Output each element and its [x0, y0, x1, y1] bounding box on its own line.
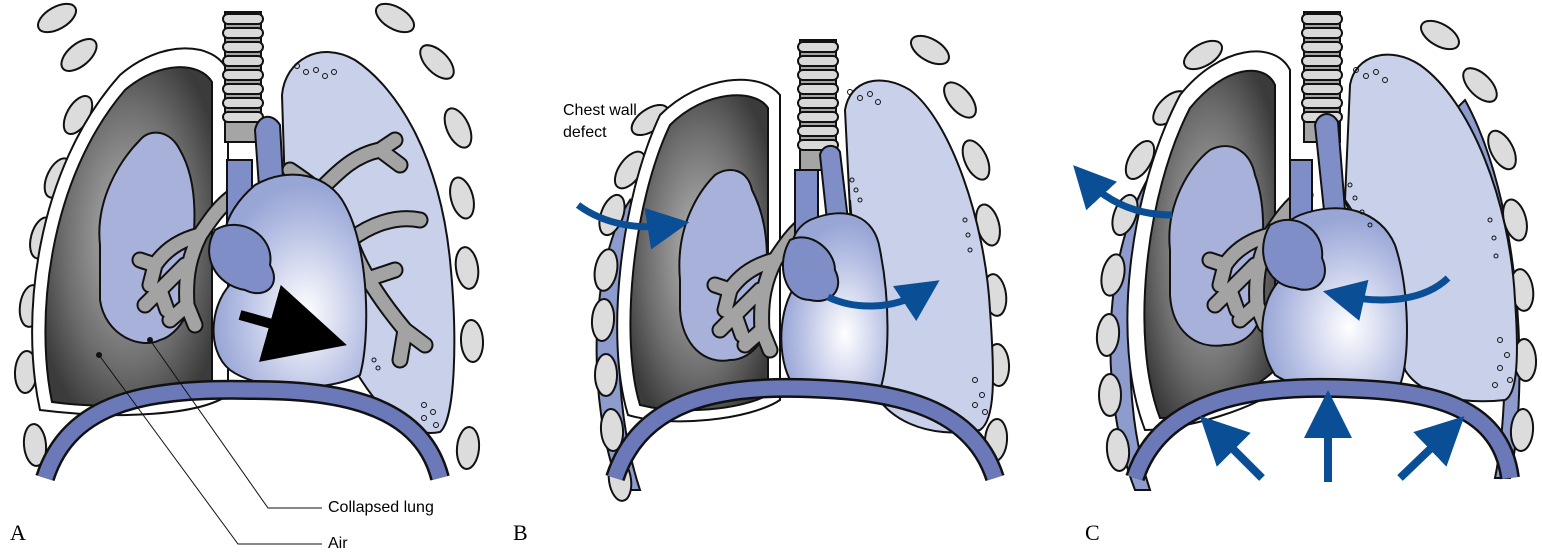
label-chest-wall-line1: Chest wall	[563, 100, 637, 122]
panel-c-diaphragm-arrow-right	[1400, 430, 1450, 478]
panel-letter-a: A	[10, 520, 26, 546]
panel-c	[1085, 12, 1537, 490]
panel-a	[14, 0, 484, 544]
panel-c-diaphragm-arrow-left	[1214, 430, 1262, 478]
panel-b	[578, 30, 1010, 502]
label-chest-wall-defect: Chest wall defect	[563, 100, 637, 144]
label-air: Air	[328, 535, 348, 553]
panel-letter-b: B	[513, 520, 528, 546]
panel-letter-c: C	[1085, 520, 1100, 546]
label-chest-wall-line2: defect	[563, 122, 637, 144]
label-collapsed-lung: Collapsed lung	[328, 499, 434, 517]
